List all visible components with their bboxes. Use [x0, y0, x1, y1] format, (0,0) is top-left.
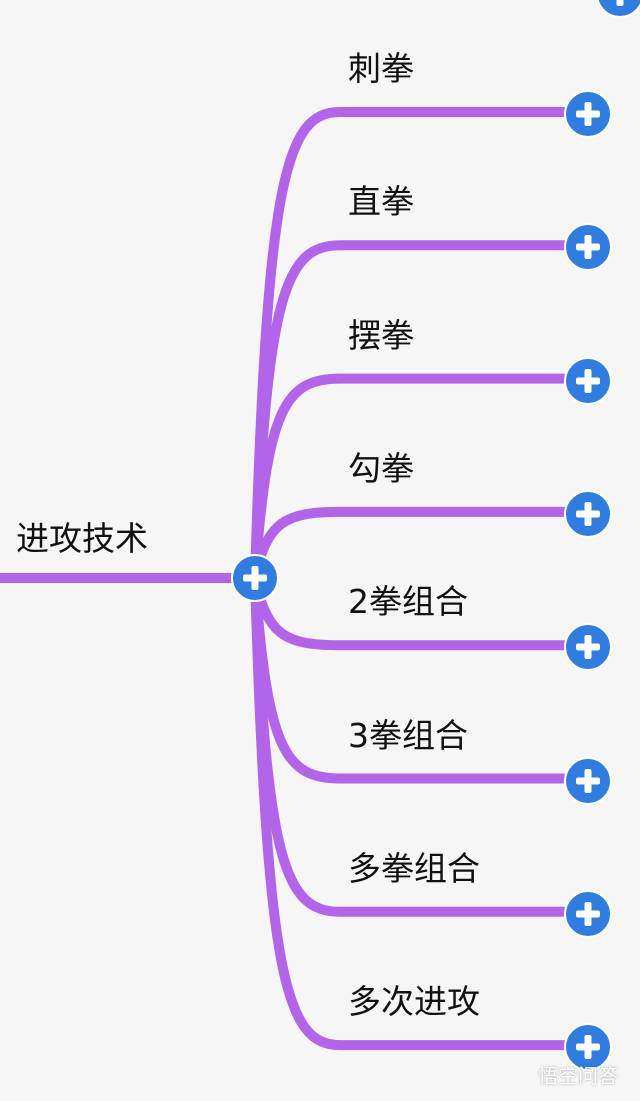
child-node-label[interactable]: 刺拳 [348, 49, 414, 88]
branch-connector [250, 573, 593, 1051]
child-node-label[interactable]: 摆拳 [348, 315, 414, 355]
child-node-label[interactable]: 3拳组合 [348, 715, 468, 755]
expand-button[interactable] [564, 356, 612, 405]
child-node-label[interactable]: 直拳 [348, 182, 414, 222]
branch-connector [250, 506, 593, 583]
watermark: 悟空问答 [538, 1064, 618, 1088]
expand-button[interactable] [564, 889, 612, 938]
child-node-label[interactable]: 多拳组合 [348, 848, 480, 888]
expand-button[interactable] [564, 756, 612, 805]
expand-button[interactable] [564, 623, 612, 672]
child-node-label[interactable]: 2拳组合 [348, 582, 468, 622]
root-label[interactable]: 进攻技术 [16, 519, 148, 558]
child-node-label[interactable]: 多次进攻 [348, 982, 480, 1022]
root-expand-button[interactable] [231, 554, 279, 602]
expand-button[interactable] [564, 1023, 612, 1072]
branch-connector [250, 240, 593, 583]
branch-connector [250, 373, 593, 583]
child-node-label[interactable]: 勾拳 [348, 448, 414, 488]
expand-button[interactable] [564, 223, 612, 272]
expand-button[interactable] [564, 489, 612, 538]
expand-button[interactable] [564, 90, 612, 138]
